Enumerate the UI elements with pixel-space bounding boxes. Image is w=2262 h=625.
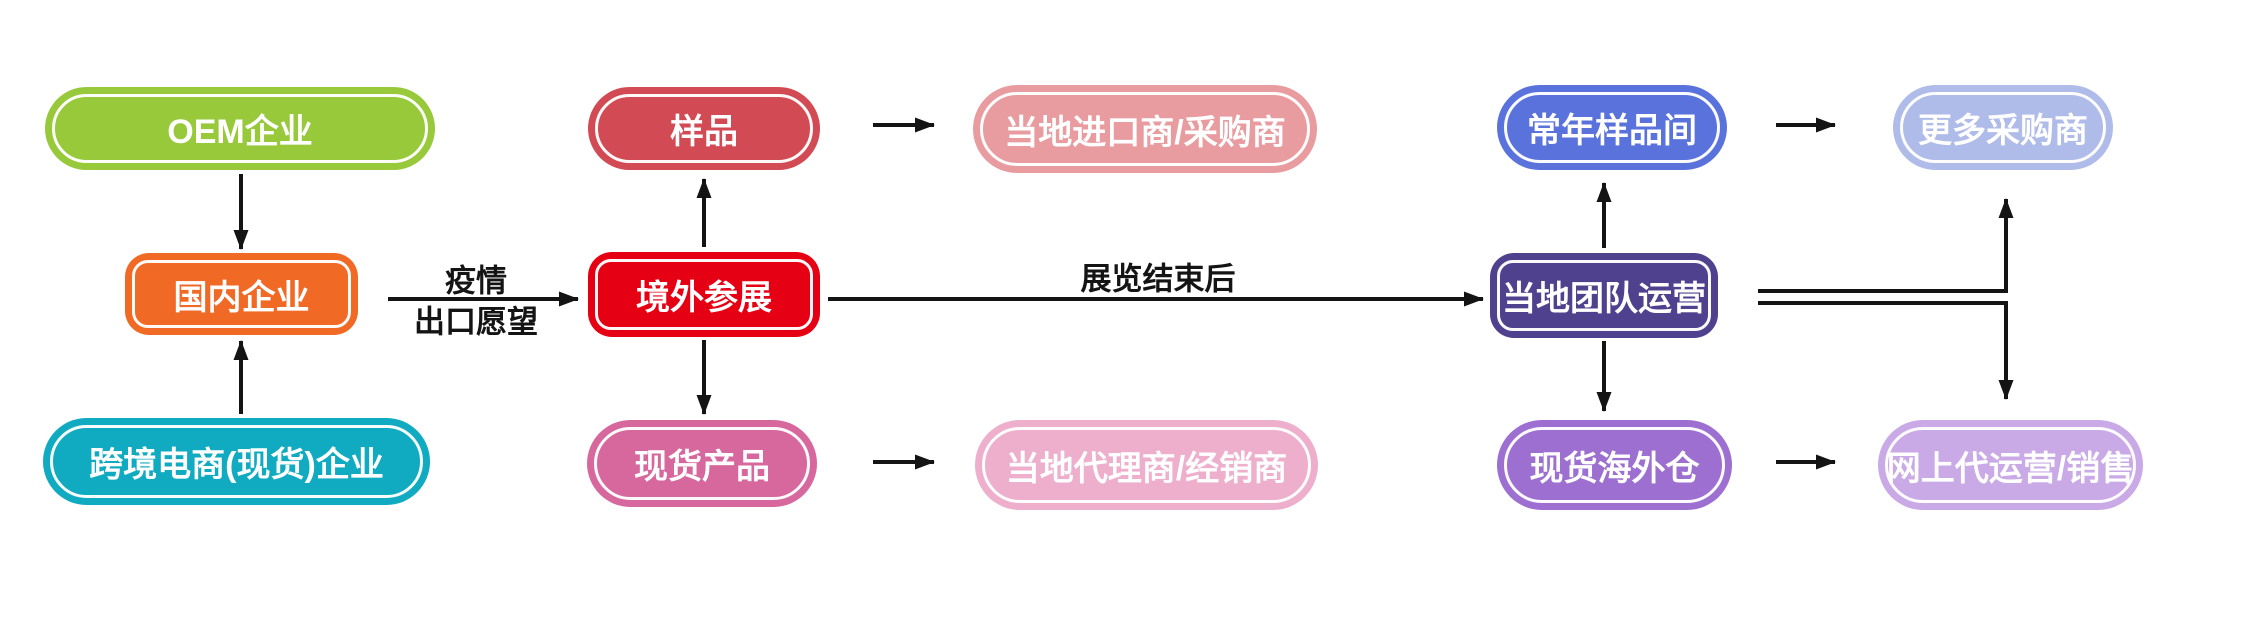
node-showroom-label: 常年样品间 — [1527, 112, 1697, 150]
node-local-agent-label: 当地代理商/经销商 — [1005, 449, 1288, 488]
edge-label-export-wish: 出口愿望 — [414, 304, 538, 340]
node-online-sales-label: 网上代运营/销售 — [1886, 449, 2135, 488]
node-local-agent: 当地代理商/经销商 — [975, 420, 1318, 510]
node-exhibition-label: 境外参展 — [636, 279, 772, 317]
node-local-importer: 当地进口商/采购商 — [973, 85, 1317, 173]
arrow-local-team-to-online-sales — [1758, 301, 2014, 400]
node-spot-product: 现货产品 — [587, 420, 817, 507]
node-local-team-label: 当地团队运营 — [1502, 280, 1706, 318]
node-exhibition: 境外参展 — [588, 252, 820, 337]
node-local-importer-label: 当地进口商/采购商 — [1004, 113, 1286, 152]
node-oem: OEM企业 — [45, 87, 435, 170]
node-crossborder-label: 跨境电商(现货)企业 — [89, 446, 384, 484]
node-showroom: 常年样品间 — [1497, 85, 1727, 170]
node-warehouse-label: 现货海外仓 — [1529, 449, 1700, 488]
node-domestic: 国内企业 — [125, 253, 358, 335]
node-warehouse: 现货海外仓 — [1497, 420, 1732, 510]
node-sample: 样品 — [588, 87, 820, 170]
edge-label-after-exhibition: 展览结束后 — [1080, 261, 1236, 297]
node-more-buyers: 更多采购商 — [1893, 85, 2113, 170]
node-more-buyers-label: 更多采购商 — [1918, 112, 2088, 150]
edge-label-pandemic: 疫情 — [445, 263, 507, 299]
node-sample-label: 样品 — [670, 113, 738, 151]
node-crossborder: 跨境电商(现货)企业 — [43, 418, 430, 505]
node-spot-product-label: 现货产品 — [634, 448, 770, 486]
node-online-sales: 网上代运营/销售 — [1878, 420, 2143, 510]
node-domestic-label: 国内企业 — [173, 278, 310, 317]
node-oem-label: OEM企业 — [167, 113, 313, 151]
arrow-local-team-to-more-buyers — [1758, 198, 2014, 293]
node-local-team: 当地团队运营 — [1490, 253, 1718, 338]
